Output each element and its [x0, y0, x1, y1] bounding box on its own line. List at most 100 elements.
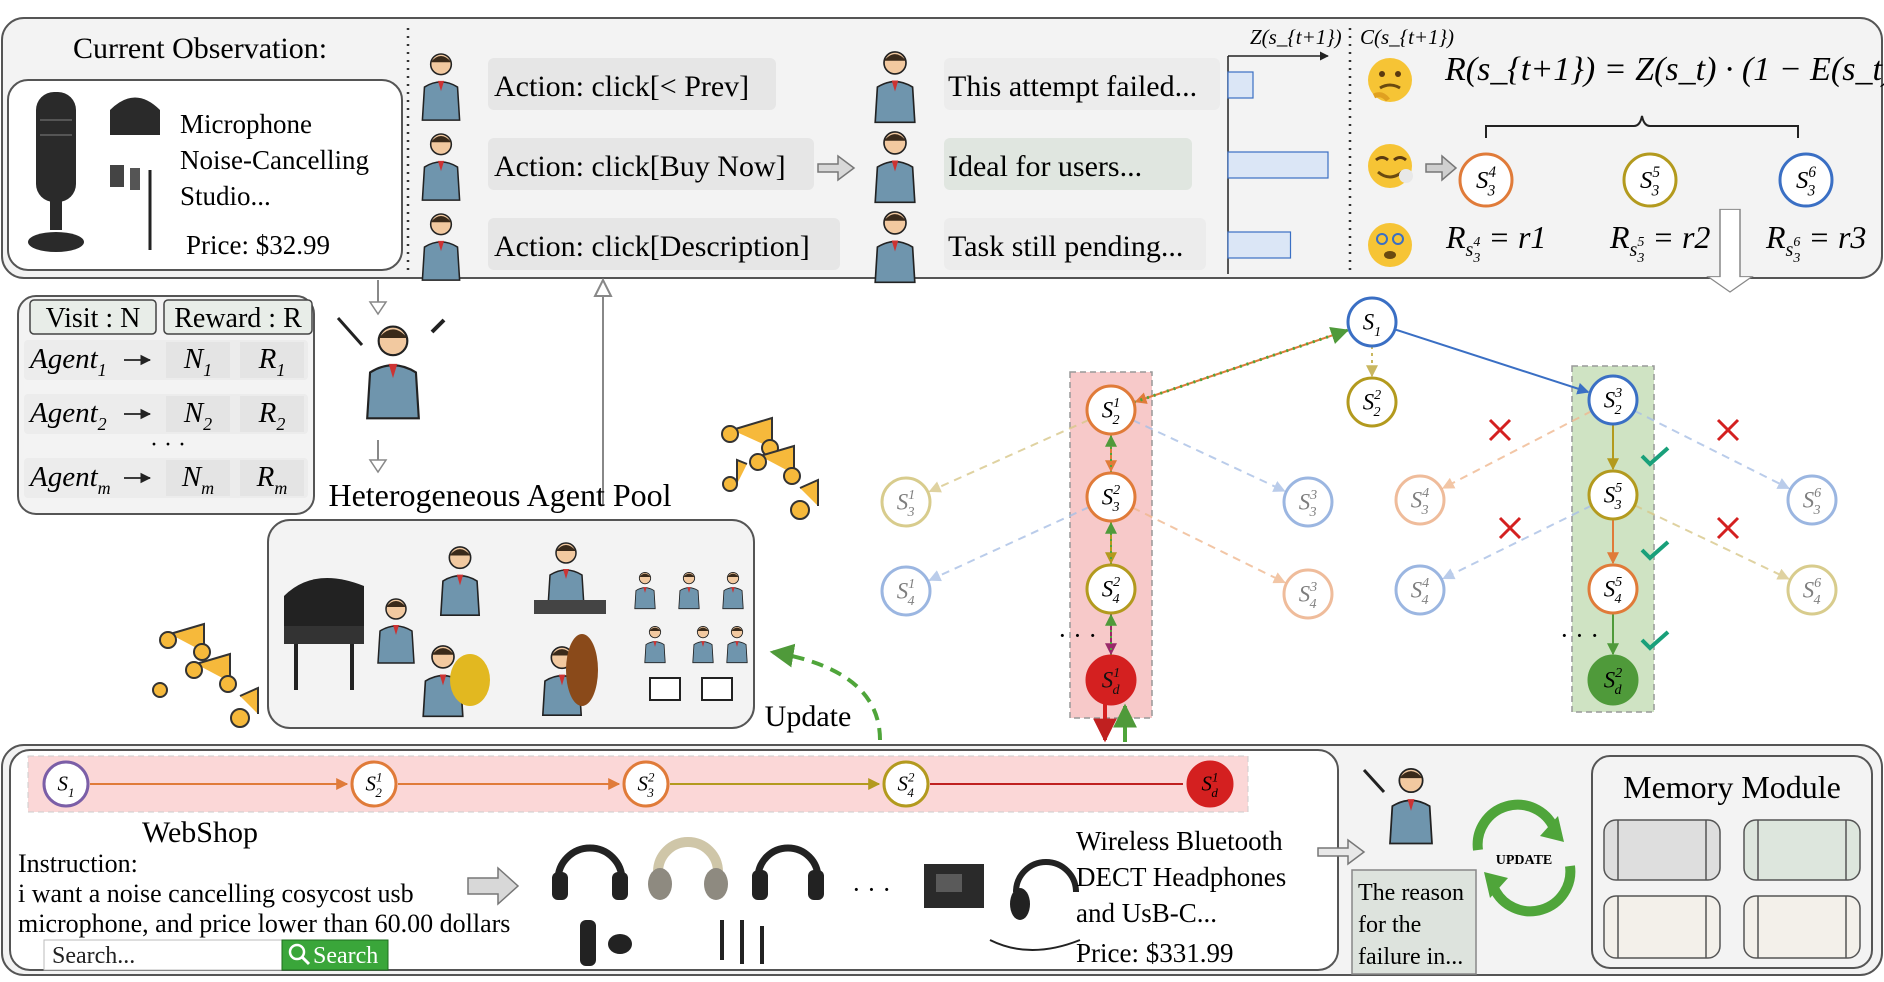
music-notes-icon: [721, 416, 819, 520]
tree-edge: [1442, 504, 1592, 580]
thinking-face-icon: [1368, 58, 1412, 102]
headphones-results-icon: [552, 837, 824, 966]
feedback-bubble: [944, 138, 1192, 190]
instruction-line2: microphone, and price lower than 60.00 d…: [18, 909, 510, 938]
product-name-line3: Studio...: [180, 181, 271, 211]
state-label: S1: [58, 772, 75, 800]
math-label: R1: [258, 343, 286, 380]
instruction-label: Instruction:: [18, 849, 138, 878]
feedback-label: Task still pending...: [948, 230, 1183, 263]
agent-n-cell: [166, 396, 230, 432]
action-label: Action: click[Description]: [494, 230, 810, 263]
action-row: Action: click[Description] Task still pen…: [421, 211, 1206, 284]
microphone-icon: [28, 92, 160, 252]
agent-n-cell: [166, 342, 230, 378]
cross-icon: [1716, 418, 1740, 442]
check-icon: [1640, 630, 1670, 651]
search-button-label: Search: [313, 943, 378, 969]
action-arrow: [817, 154, 856, 182]
reflection-card: [1351, 869, 1477, 975]
memory-slots: [1603, 819, 1861, 959]
reflector-conductor-icon: [1362, 767, 1433, 845]
visit-header: [29, 299, 157, 335]
result-name-line3: and UsB-C...: [1076, 898, 1217, 928]
math-label: Rm: [256, 461, 288, 498]
agent-r-cell: [240, 460, 304, 496]
tree-edge: [928, 418, 1090, 493]
agent-pool-musicians: [284, 542, 748, 718]
result-name-line2: DECT Headphones: [1076, 862, 1286, 892]
math-label: N1: [183, 343, 212, 380]
reward-formula: R(s_{t+1}) = Z(s_t) · (1 − E(s_t)): [1444, 51, 1884, 88]
cross-icon: [1498, 516, 1522, 540]
action-row: Action: click[< Prev] This attempt failed…: [421, 51, 1220, 124]
arrow-down-to-tree: [1706, 208, 1754, 293]
arrow-to-results: [467, 866, 520, 906]
agent-r-cell: [240, 396, 304, 432]
math-label: Agentm: [28, 461, 111, 498]
cross-icon: [1716, 516, 1740, 540]
action-bubble: [488, 138, 814, 190]
tree-ellipsis-left: · · ·: [1058, 621, 1097, 650]
search-placeholder: Search...: [52, 943, 135, 969]
reflection-line1: The reason: [1358, 880, 1464, 906]
product-name-line1: Microphone: [180, 109, 312, 139]
music-notes-icon-lower: [152, 622, 259, 728]
math-label: Agent1: [28, 343, 107, 380]
agent-pool-title: Heterogeneous Agent Pool: [328, 477, 671, 513]
tree-edge: [928, 506, 1090, 582]
feedback-label: This attempt failed...: [948, 70, 1197, 103]
instruction-line1: i want a noise cancelling cosycost usb: [18, 879, 414, 908]
observation-card: [7, 79, 403, 271]
check-icon: [1640, 540, 1670, 561]
action-bubble: [488, 218, 840, 270]
action-label: Action: click[Buy Now]: [494, 150, 786, 183]
math-label: Agent2: [28, 397, 107, 434]
tree-edge: [1633, 409, 1790, 490]
check-icon: [1640, 446, 1670, 467]
search-input[interactable]: [43, 939, 283, 971]
action-label: Action: click[< Prev]: [494, 70, 749, 103]
results-ellipsis: · · ·: [852, 875, 891, 904]
product-price: Price: $32.99: [186, 230, 330, 260]
dizzy-face-icon: [1368, 223, 1412, 267]
top-panel: [1, 17, 1883, 279]
arrow-up-to-actions: [593, 277, 613, 506]
tree-edge: [1634, 504, 1790, 580]
result-price: Price: $331.99: [1076, 938, 1233, 968]
z-label: Z(s_{t+1}): [1250, 25, 1342, 49]
action-rows: Action: click[< Prev] This attempt failed…: [421, 51, 1220, 284]
